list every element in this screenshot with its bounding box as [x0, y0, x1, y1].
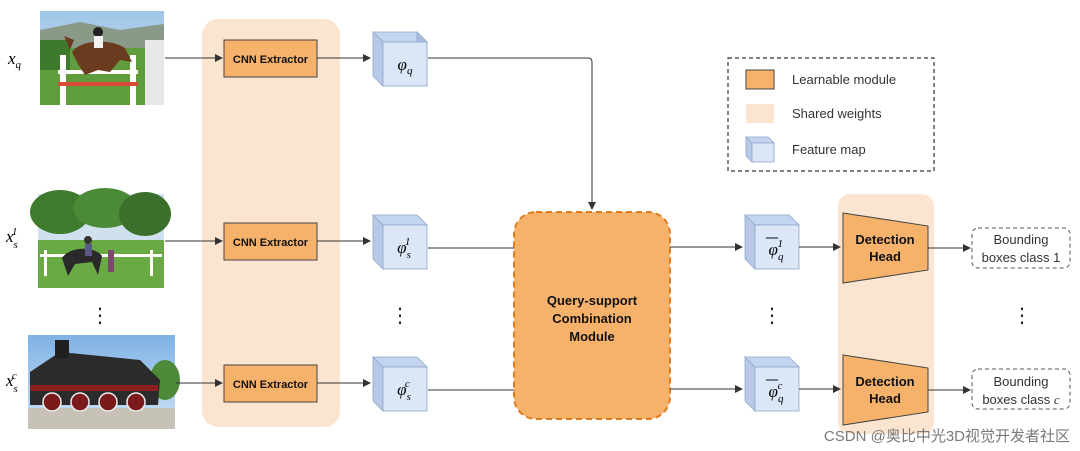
legend: Learnable module Shared weights Feature …	[727, 57, 935, 172]
svg-text:Query-support: Query-support	[547, 293, 638, 308]
cnn-extractor-support-1: CNN Extractor	[223, 222, 318, 261]
support-image-1	[30, 188, 171, 288]
svg-text:Detection: Detection	[855, 232, 914, 247]
legend-swatch-shared	[746, 104, 774, 123]
legend-label-feature: Feature map	[792, 142, 866, 157]
feature-map-phi-q: φq	[372, 31, 428, 87]
feature-map-phibar-q1: φq1	[744, 214, 800, 270]
detection-head-c: Detection Head	[842, 354, 929, 426]
input-label-support-1: xs1	[5, 226, 18, 251]
ellipsis-combined: ⋮	[762, 305, 782, 327]
svg-text:φqc: φqc	[769, 380, 784, 405]
svg-text:boxes class c: boxes class c	[982, 392, 1060, 407]
feature-map-phibar-qc: φqc	[744, 356, 800, 412]
support-image-c	[28, 335, 180, 429]
ellipsis-outputs: ⋮	[1012, 305, 1032, 327]
cnn-extractor-support-c: CNN Extractor	[223, 364, 318, 403]
arrow-phi-q-to-combination	[428, 57, 596, 210]
ellipsis-inputs: ⋮	[90, 305, 110, 327]
svg-text:Combination: Combination	[552, 311, 631, 326]
cnn-extractor-query: CNN Extractor	[223, 39, 318, 78]
legend-swatch-learnable	[745, 69, 775, 90]
svg-text:Head: Head	[869, 249, 901, 264]
query-support-combination-module: Query-support Combination Module	[513, 211, 671, 420]
svg-text:φq1: φq1	[769, 238, 784, 263]
feature-map-phi-sc: φsc	[372, 356, 428, 412]
svg-text:Bounding: Bounding	[994, 374, 1049, 389]
svg-text:φsc: φsc	[397, 378, 411, 403]
svg-text:Head: Head	[869, 391, 901, 406]
svg-text:φs1: φs1	[397, 236, 411, 261]
svg-text:Bounding: Bounding	[994, 232, 1049, 247]
svg-text:CNN Extractor: CNN Extractor	[233, 379, 309, 391]
svg-text:boxes class 1: boxes class 1	[982, 250, 1061, 265]
svg-text:CNN Extractor: CNN Extractor	[233, 54, 309, 66]
query-image	[40, 11, 164, 105]
legend-label-learnable: Learnable module	[792, 72, 896, 87]
feature-map-phi-s1: φs1	[372, 214, 428, 270]
detection-head-1: Detection Head	[842, 212, 929, 284]
watermark: CSDN @奥比中光3D视觉开发者社区	[824, 428, 1070, 445]
ellipsis-features: ⋮	[390, 305, 410, 327]
svg-text:φq: φq	[398, 55, 413, 77]
legend-swatch-feature-map	[745, 136, 775, 163]
output-bounding-boxes-class-c: Bounding boxes class c	[971, 368, 1071, 410]
svg-text:CNN Extractor: CNN Extractor	[233, 237, 309, 249]
output-bounding-boxes-class-1: Bounding boxes class 1	[971, 227, 1071, 269]
input-label-support-c: xsc	[5, 370, 18, 395]
legend-label-shared: Shared weights	[792, 106, 882, 121]
svg-text:Detection: Detection	[855, 374, 914, 389]
input-label-query: xq	[7, 49, 22, 71]
svg-text:Module: Module	[569, 329, 615, 344]
